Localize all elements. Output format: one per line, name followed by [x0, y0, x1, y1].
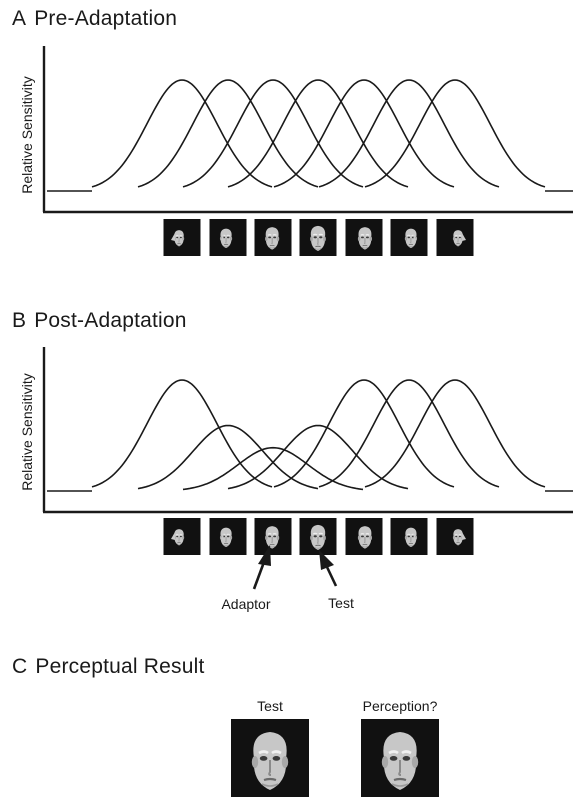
face-slight-left-icon — [254, 219, 292, 256]
face-profile-left-icon — [163, 219, 201, 256]
face-three-quarter-left-icon — [209, 219, 247, 256]
adaptor-arrow — [252, 545, 271, 590]
pre-adaptation-curve-6 — [318, 79, 500, 188]
pre-adaptation-curve-1 — [91, 79, 273, 188]
panel-c-result: Test Perception? — [231, 698, 439, 797]
post-adaptation-curve-3 — [182, 446, 364, 491]
face-three-quarter-right-icon — [390, 219, 428, 256]
post-adaptation-curve-2 — [137, 424, 319, 490]
panel-a-face-strip — [163, 219, 474, 256]
test-arrow-label: Test — [328, 595, 354, 611]
result-test-face — [231, 719, 309, 797]
face-slight-right-icon — [345, 518, 383, 555]
adaptor-label: Adaptor — [221, 596, 270, 612]
panel-b-plot: Relative Sensitivity Adaptor Test — [19, 347, 573, 612]
face-slight-right-icon — [345, 219, 383, 256]
panel-b-letter: B — [12, 309, 27, 332]
panel-a-title-text: Pre-Adaptation — [34, 7, 178, 30]
panel-a-plot: Relative Sensitivity — [19, 46, 573, 256]
pre-adaptation-curve-4 — [227, 79, 409, 188]
panel-c-letter: C — [12, 655, 28, 678]
post-adaptation-curve-5 — [273, 379, 455, 488]
panel-b-y-axis-label: Relative Sensitivity — [19, 373, 35, 491]
face-three-quarter-left-icon — [209, 518, 247, 555]
panel-b-title-text: Post-Adaptation — [34, 309, 187, 332]
post-adaptation-curve-1 — [91, 379, 273, 488]
panel-a-y-axis-label: Relative Sensitivity — [19, 76, 35, 194]
pre-adaptation-curve-2 — [137, 79, 319, 188]
face-profile-left-icon — [163, 518, 201, 555]
face-slight-left-icon — [254, 518, 292, 555]
face-profile-right-icon — [436, 219, 474, 256]
test-arrow — [319, 550, 338, 587]
pre-adaptation-curve-5 — [273, 79, 455, 188]
panel-c-title: C Perceptual Result — [12, 655, 205, 679]
face-frontal-icon — [299, 219, 337, 256]
post-adaptation-curve-6 — [318, 379, 500, 488]
face-three-quarter-right-icon — [390, 518, 428, 555]
post-adaptation-curve-4 — [227, 424, 409, 490]
face-profile-right-icon — [436, 518, 474, 555]
panel-a-letter: A — [12, 7, 27, 30]
result-test-label: Test — [257, 698, 283, 714]
pre-adaptation-curve-3 — [182, 79, 364, 188]
panel-b-tuning-curves — [47, 379, 573, 492]
panel-c-title-text: Perceptual Result — [35, 655, 205, 678]
panel-b-title: B Post-Adaptation — [12, 309, 187, 333]
panel-a-title: A Pre-Adaptation — [12, 7, 177, 31]
post-adaptation-curve-7 — [364, 379, 546, 488]
face-frontal-icon — [299, 518, 337, 555]
pre-adaptation-curve-7 — [364, 79, 546, 188]
result-perception-face — [361, 719, 439, 797]
panel-a-tuning-curves — [47, 79, 573, 192]
result-perception-label: Perception? — [363, 698, 438, 714]
panel-b-face-strip — [163, 518, 474, 555]
